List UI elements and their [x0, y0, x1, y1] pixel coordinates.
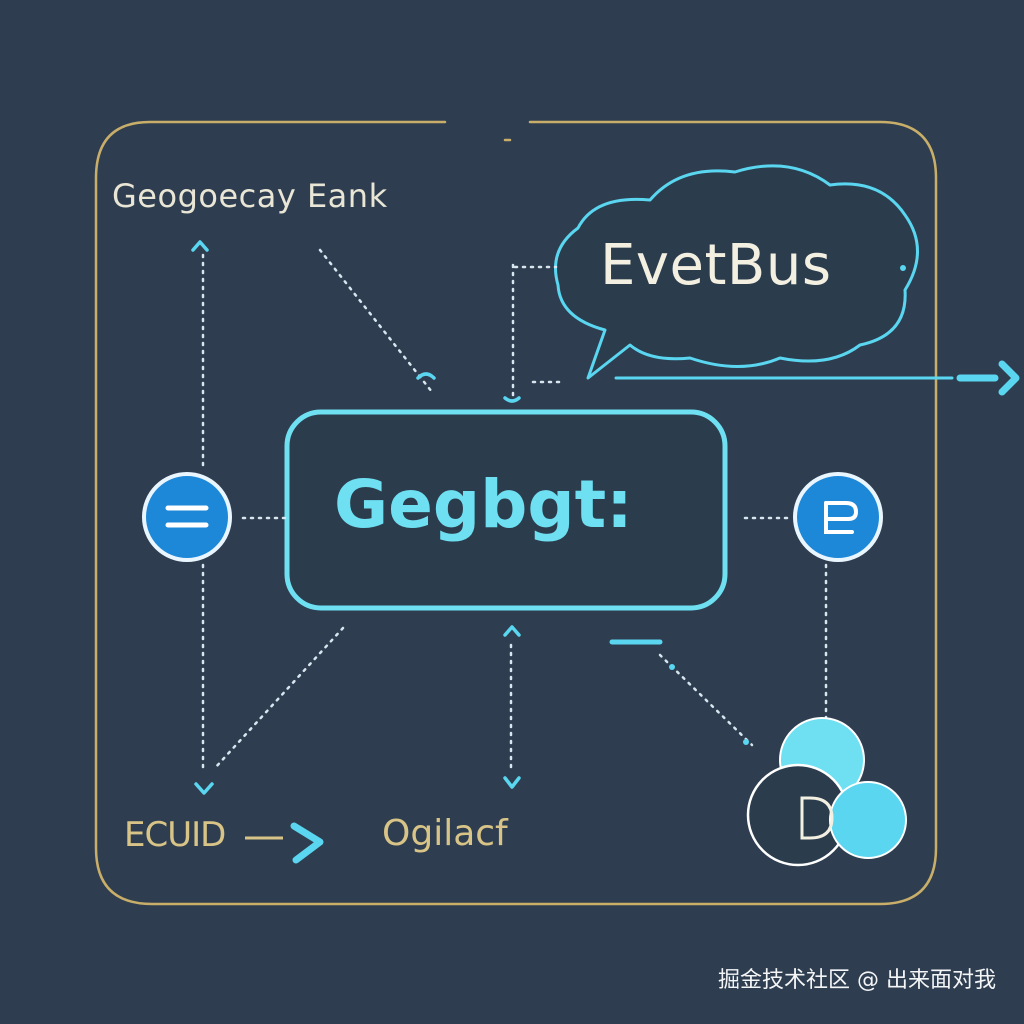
down-chevron-left [194, 782, 214, 795]
down-chevron-center [503, 776, 521, 789]
bottom-left-chevron [290, 822, 324, 864]
eventbus-cloud [554, 164, 919, 380]
central-node-label: Gegbgt: [334, 466, 633, 543]
eventbus-label: EvetBus [600, 233, 832, 298]
right-arrow-icon [998, 360, 1020, 396]
bottom-center-label: Ogilacf [382, 813, 508, 854]
arc-diagonal [416, 372, 436, 380]
up-chevron-left [191, 240, 209, 252]
chevrons [191, 240, 521, 864]
central-node-box[interactable] [284, 409, 728, 611]
b-shape-icon [824, 501, 859, 534]
cloud-dot [900, 265, 906, 271]
dotted-connectors [201, 248, 828, 774]
up-chevron-center [503, 625, 521, 637]
d-letter-icon [800, 796, 834, 840]
arc-top-center [503, 396, 521, 403]
watermark: 掘金技术社区 @ 出来面对我 [718, 968, 996, 993]
top-left-label: Geogoecay Eank [112, 177, 388, 215]
left-node[interactable] [142, 472, 232, 562]
circle-cluster [746, 717, 907, 867]
small-dot [743, 739, 749, 745]
equals-icon [165, 505, 209, 528]
outer-frame [94, 120, 938, 906]
bottom-left-label: ECUID [124, 815, 226, 855]
small-dot-2 [669, 664, 675, 670]
